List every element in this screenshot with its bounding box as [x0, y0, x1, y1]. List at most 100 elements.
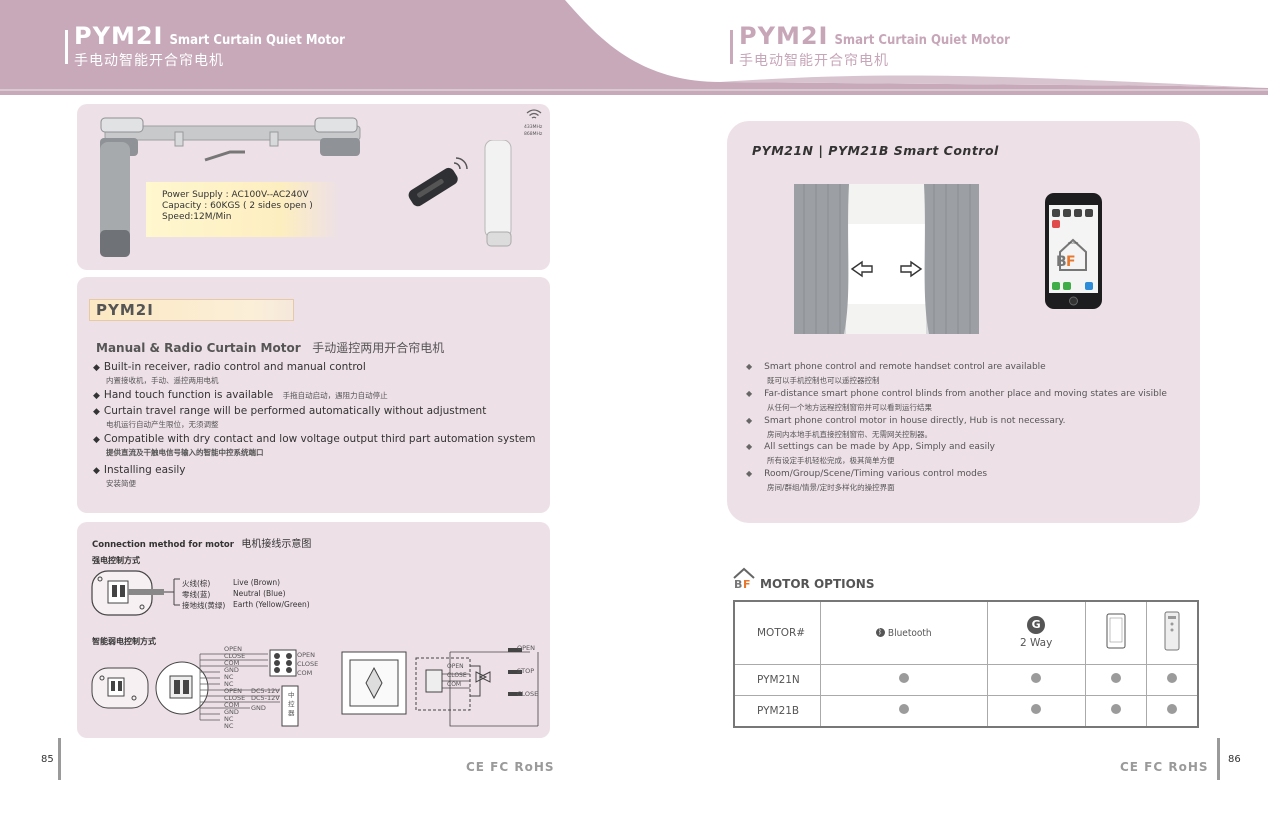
table-cell [1084, 663, 1148, 696]
supported-dot-icon [898, 673, 909, 683]
feature-item: ◆Hand touch function is available 手拖自动启动… [93, 389, 388, 401]
supported-dot-icon [1110, 673, 1121, 683]
header-accent-bar [65, 30, 68, 64]
bullet-icon: ◆ [93, 407, 100, 417]
wire-code: COM [224, 701, 240, 709]
wire-label-cn: 接地线(黄绿) [182, 601, 226, 610]
connection-title-cn: 电机接线示意图 [241, 539, 312, 550]
strong-control-label: 强电控制方式 [92, 556, 140, 565]
feature-title-cn: 手动遥控两用开合帘电机 [312, 341, 445, 355]
bluetooth-icon: ᛒ [875, 628, 885, 638]
table-header-cell: G 2 Way [986, 600, 1086, 665]
control-feature-en: Smart phone control and remote handset c… [764, 362, 1046, 372]
two-way-label: 2 Way [1019, 637, 1053, 650]
brand-subtitle-cn-right: 手电动智能开合帘电机 [739, 53, 889, 69]
control-feature-item: ◆Smart phone control motor in house dire… [746, 416, 1065, 440]
feature-item: ◆Installing easily 安装简便 [93, 464, 186, 489]
wire-label-cn: 火线(棕) [182, 579, 211, 588]
control-feature-en: Smart phone control motor in house direc… [764, 416, 1066, 426]
table-header-cell: MOTOR# [733, 600, 821, 665]
remote-control-icon [408, 157, 468, 207]
relay-label: CLOSE [517, 690, 539, 698]
supported-dot-icon [1167, 673, 1178, 683]
freq-label: 433MHz [524, 125, 543, 130]
terminal-labels: OPEN CLOSE COM [297, 651, 318, 678]
table-cell-model: PYM21N [733, 663, 821, 696]
wire-label-en: Earth (Yellow/Green) [233, 600, 310, 609]
table-cell [819, 663, 988, 696]
spec-box: Power Supply : AC100V--AC240V Capacity :… [146, 182, 340, 237]
brand-model: PYM2I [74, 22, 164, 50]
table-cell-model: PYM21B [733, 694, 821, 728]
brand-subtitle: Smart Curtain Quiet Motor [169, 33, 345, 48]
feature-item: ◆Compatible with dry contact and low vol… [93, 433, 536, 458]
supported-dot-icon [1110, 704, 1121, 715]
svg-text:B: B [1056, 254, 1067, 270]
svg-text:F: F [743, 578, 751, 590]
feature-cn: 内置接收机，手动、遥控两用电机 [106, 376, 219, 385]
feature-cn-inline: 手拖自动启动，遇阻力自动停止 [282, 391, 388, 400]
header-accent-bar-right [730, 30, 733, 64]
table-cell [1146, 663, 1199, 696]
control-feature-item: ◆ All settings can be made by App, Simply… [746, 442, 995, 466]
freq-label: 868MHz [524, 132, 543, 137]
controller-label: 中 控 器 [288, 691, 295, 718]
table-cell [819, 694, 988, 728]
wire-code: OPEN [224, 645, 243, 653]
table-header-cell [1084, 600, 1148, 665]
control-feature-item: ◆Smart phone control and remote handset … [746, 362, 1046, 386]
feature-en: Compatible with dry contact and low volt… [103, 433, 536, 445]
spec-line: Power Supply : AC100V--AC240V [162, 190, 309, 200]
control-feature-item: ◆Far-distance smart phone control blinds… [746, 389, 1167, 413]
bluetooth-label: Bluetooth [887, 627, 932, 639]
feature-item: ◆Curtain travel range will be performed … [93, 405, 486, 430]
relay-terminal: CLOSE [447, 672, 467, 679]
controller-char: 中 [288, 691, 295, 699]
spec-line: Capacity : 60KGS ( 2 sides open ) [162, 201, 313, 211]
phone-logo-text: SMART [1068, 241, 1078, 245]
relay-label: OPEN [517, 644, 536, 652]
bullet-icon: ◆ [746, 442, 753, 451]
wire-label-en: Neutral (Blue) [233, 589, 286, 598]
remote-handset-icon [1164, 611, 1180, 651]
feature-cn: 安装简便 [106, 479, 136, 488]
wire-code: NC [224, 722, 234, 730]
table-header-cell [1146, 600, 1199, 665]
page-divider-left [58, 738, 61, 780]
terminal-label: COM [297, 669, 313, 677]
control-feature-cn: 既可以手机控制也可以遥控器控制 [767, 376, 880, 385]
weak-wiring-diagram [91, 648, 539, 727]
wire-code: GND [224, 666, 239, 674]
brand-subtitle-right: Smart Curtain Quiet Motor [834, 33, 1010, 48]
table-header-row: MOTOR# ᛒ Bluetooth G 2 Way [733, 600, 1199, 665]
table-row: PYM21B [733, 694, 1199, 728]
relay-terminal: COM [447, 681, 462, 688]
bullet-icon: ◆ [93, 466, 100, 476]
motor-options-table: MOTOR# ᛒ Bluetooth G 2 Way PYM21N PYM21B [733, 600, 1199, 728]
table-header-cell: ᛒ Bluetooth [819, 600, 988, 665]
controller-char: 控 [288, 700, 295, 708]
supported-dot-icon [898, 704, 909, 715]
two-way-icon: G [1027, 616, 1046, 635]
gnd-label: GND [251, 704, 266, 712]
dc-label: DC5-12V [251, 694, 280, 702]
header-background [0, 0, 1268, 95]
brand-subtitle-cn: 手电动智能开合帘电机 [74, 53, 224, 69]
feature-title: Manual & Radio Curtain Motor 手动遥控两用开合帘电机 [96, 337, 444, 356]
bullet-icon: ◆ [93, 363, 100, 373]
bf-logo-icon: B F [733, 567, 755, 590]
feature-en: Built-in receiver, radio control and man… [103, 361, 366, 373]
weak-control-label: 智能弱电控制方式 [92, 637, 156, 646]
relay-label: STOP [517, 667, 535, 675]
terminal-label: CLOSE [297, 660, 319, 668]
wire-code: NC [224, 673, 234, 681]
control-feature-item: ◆Room/Group/Scene/Timing various control… [746, 469, 987, 493]
motor-track-illustration [100, 117, 361, 257]
bullet-icon: ◆ [746, 389, 753, 398]
bullet-icon: ◆ [93, 435, 100, 445]
wire-code: OPEN [224, 687, 243, 695]
control-feature-en: All settings can be made by App, Simply … [764, 442, 995, 452]
wire-label-cn: 零线(蓝) [182, 590, 211, 599]
wire-code: COM [224, 659, 240, 667]
smartphone-app-illustration: F B SMART [1045, 193, 1102, 309]
